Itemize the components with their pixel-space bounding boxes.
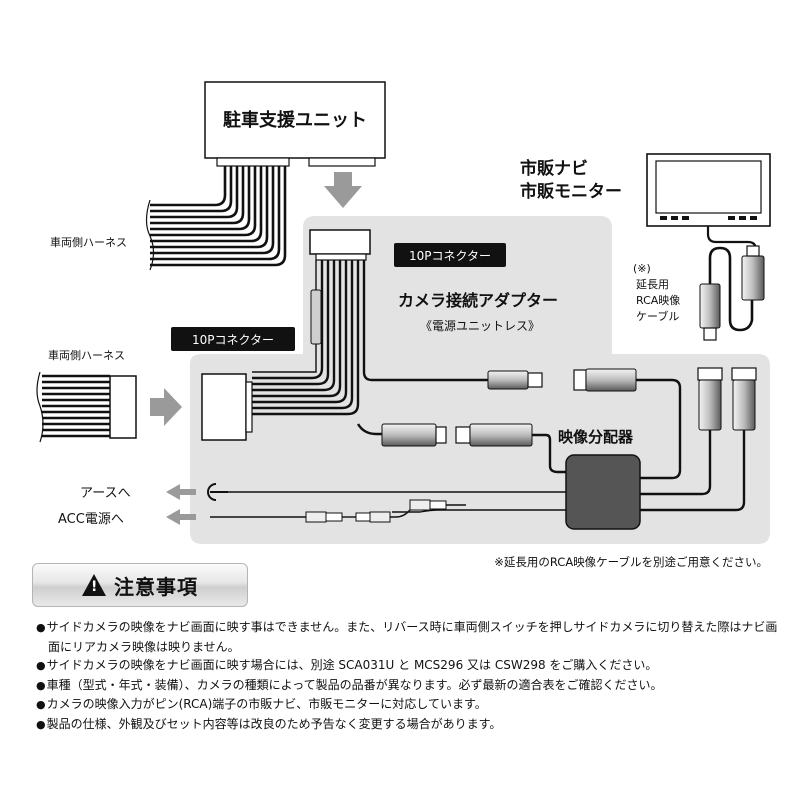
market-line2: 市販モニター	[520, 181, 622, 202]
acc-arrow-icon	[166, 509, 196, 525]
ext-plug-right	[741, 245, 765, 301]
harness-top-label: 車両側ハーネス	[50, 235, 127, 249]
rca-male-top	[573, 368, 637, 392]
harness-left-label: 車両側ハーネス	[48, 348, 125, 362]
parking-unit-label: 駐車支援ユニット	[223, 109, 367, 131]
note-item: サイドカメラの映像をナビ画面に映す場合には、別途 SCA031U と MCS29…	[36, 656, 786, 676]
parking-assist-unit	[204, 81, 386, 159]
ext-line3: ケーブル	[636, 309, 679, 323]
earth-arrow-icon	[166, 484, 196, 500]
ext-line1: 延長用	[636, 278, 669, 291]
splitter-label: 映像分配器	[558, 428, 634, 446]
note-item: 車種（型式・年式・装備）、カメラの種類によって製品の品番が異なります。必ず最新の…	[36, 676, 786, 696]
note-item: 製品の仕様、外観及びセット内容等は改良のため予告なく変更する場合があります。	[36, 715, 786, 735]
caution-banner: ! 注意事項	[32, 563, 248, 607]
connector-left-label: 10Pコネクター	[192, 333, 274, 347]
acc-connector-a	[305, 511, 343, 523]
rca-plug-mid-right	[455, 423, 533, 447]
rca-vertical-left	[697, 367, 723, 431]
footnote: ※延長用のRCA映像ケーブルを別途ご用意ください。	[494, 555, 768, 569]
rca-plug-mid-left	[381, 423, 447, 447]
unit-connector-right	[308, 157, 376, 167]
ext-plug-left	[699, 283, 721, 341]
adapter-connector-left	[201, 373, 247, 441]
adapter-subtitle: 《電源ユニットレス》	[420, 319, 540, 333]
top-harness-cut	[145, 199, 155, 271]
rca-top-to-splitter	[636, 378, 682, 480]
down-arrow-icon	[324, 172, 362, 208]
adapter-bundle-wires	[252, 260, 360, 416]
rca-branch-wire-lower	[356, 423, 382, 436]
market-line1: 市販ナビ	[520, 158, 588, 179]
video-splitter	[565, 454, 641, 530]
rca-female-top	[487, 370, 543, 390]
top-harness-wires	[150, 166, 287, 267]
rca-vertical-right	[731, 367, 757, 431]
connector-top-tag	[394, 243, 506, 267]
vehicle-connector-left	[109, 375, 137, 439]
inline-fuse	[310, 289, 322, 345]
note-mark: (※)	[633, 262, 651, 275]
acc-label: ACC電源へ	[58, 512, 124, 527]
unit-connector-left	[216, 157, 290, 167]
earth-terminal-icon	[207, 483, 228, 501]
adapter-title: カメラ接続アダプター	[398, 291, 558, 310]
rca-branch-wire	[362, 260, 488, 382]
notes-list: サイドカメラの映像をナビ画面に映す事はできません。また、リバース時に車両側スイッ…	[36, 618, 786, 735]
ext-line2: RCA映像	[636, 294, 680, 307]
warning-triangle-icon: !	[82, 574, 106, 596]
extension-cable	[708, 246, 754, 332]
note-item: サイドカメラの映像をナビ画面に映す事はできません。また、リバース時に車両側スイッ…	[36, 618, 786, 656]
acc-connector-b	[355, 511, 391, 523]
right-arrow-icon	[150, 388, 182, 426]
earth-label: アースへ	[80, 486, 131, 501]
monitor-buttons	[660, 216, 757, 220]
adapter-connector-top	[309, 229, 371, 255]
rca-mid-to-splitter	[532, 433, 566, 474]
connector-left-tag	[171, 327, 295, 351]
monitor-screen	[655, 160, 762, 214]
left-harness-cut	[36, 371, 44, 443]
note-item: カメラの映像入力がピン(RCA)端子の市販ナビ、市販モニターに対応しています。	[36, 695, 786, 715]
left-harness-wires	[42, 374, 110, 438]
caution-title: 注意事項	[114, 574, 198, 599]
acc-connector-c	[409, 499, 447, 511]
connector-top-label: 10Pコネクター	[409, 249, 491, 263]
